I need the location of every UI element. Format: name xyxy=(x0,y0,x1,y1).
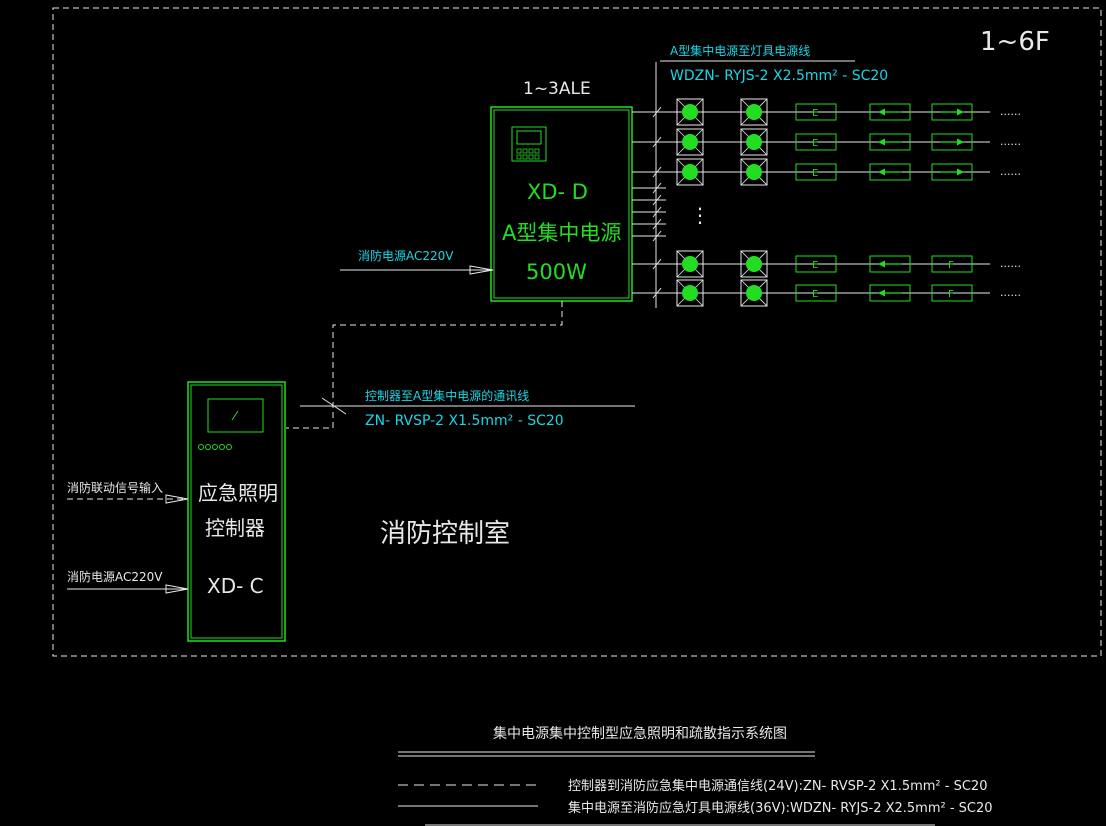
exit-sign-box xyxy=(931,103,973,121)
sign-letter: E xyxy=(812,108,818,119)
continuation-dots: ...... xyxy=(1000,135,1021,148)
vertical-ellipsis: ⋮ xyxy=(690,203,710,227)
fixture-frame xyxy=(676,98,704,126)
legend-dashed-text: 控制器到消防应急集中电源通信线(24V):ZN- RVSP-2 X1.5mm² … xyxy=(568,778,987,794)
arrow-icon xyxy=(469,265,494,275)
diagram-title: 集中电源集中控制型应急照明和疏散指示系统图 xyxy=(493,725,787,742)
arrow-head-icon xyxy=(878,138,885,146)
power-unit-fire-power-input: 消防电源AC220V xyxy=(340,248,494,275)
exit-sign-box xyxy=(795,284,837,302)
emergency-lamp-icon xyxy=(682,164,698,180)
lighting-cable-label: A型集中电源至灯具电源线 WDZN- RYJS-2 X2.5mm² - SC20 xyxy=(660,43,888,84)
exit-sign-box xyxy=(931,163,973,181)
exit-sign-box xyxy=(869,284,911,302)
exit-sign-box xyxy=(869,103,911,121)
arrow-icon xyxy=(165,584,189,594)
continuation-dots: ...... xyxy=(1000,105,1021,118)
exit-sign-box xyxy=(931,133,973,151)
exit-sign-box xyxy=(795,255,837,273)
room-label: 消防控制室 xyxy=(380,519,510,549)
arrow-head-icon xyxy=(957,108,964,116)
lighting-controller[interactable]: 应急照明 控制器 XD- C xyxy=(187,381,286,642)
emergency-lamp-icon xyxy=(746,256,762,272)
exit-sign-box xyxy=(931,284,973,302)
sign-letter: E xyxy=(812,260,818,271)
floor-label: 1~6F xyxy=(980,27,1050,57)
legend-solid-text: 集中电源至消防应急灯具电源线(36V):WDZN- RYJS-2 X2.5mm²… xyxy=(568,800,993,816)
exit-sign-box xyxy=(931,255,973,273)
arrow-icon xyxy=(165,494,189,504)
controller-power-input: 消防电源AC220V xyxy=(67,569,189,594)
power-unit-model: XD- D xyxy=(527,180,588,204)
controller-name-line2: 控制器 xyxy=(205,516,265,540)
lighting-cable-spec: WDZN- RYJS-2 X2.5mm² - SC20 xyxy=(670,68,888,84)
power-unit-name: A型集中电源 xyxy=(502,221,621,245)
floor-boundary xyxy=(52,7,1102,657)
luminaire-row: E...... xyxy=(632,98,1021,126)
exit-sign-box xyxy=(869,133,911,151)
power-unit-capacity: 500W xyxy=(526,260,587,284)
exit-sign-box xyxy=(869,163,911,181)
emergency-lamp-icon xyxy=(746,164,762,180)
arrow-head-icon xyxy=(878,289,885,297)
emergency-lamp-icon xyxy=(746,104,762,120)
luminaire-row: E...... xyxy=(632,128,1021,156)
luminaire-row: E...... xyxy=(632,158,1021,186)
controller-name-line1: 应急照明 xyxy=(198,481,278,505)
comm-line xyxy=(286,301,563,429)
continuation-dots: ...... xyxy=(1000,257,1021,270)
exit-sign-box xyxy=(795,163,837,181)
exit-sign-box xyxy=(869,255,911,273)
sign-letter: E xyxy=(812,168,818,179)
power-unit[interactable]: XD- D A型集中电源 500W xyxy=(490,106,633,302)
lighting-cable-title: A型集中电源至灯具电源线 xyxy=(670,43,810,58)
comm-cable-title: 控制器至A型集中电源的通讯线 xyxy=(365,388,529,403)
controller-model: XD- C xyxy=(207,574,264,598)
circuit-ticks xyxy=(632,182,666,242)
sign-letter: E xyxy=(812,138,818,149)
luminaire-row: E F...... xyxy=(632,279,1021,307)
ale-label: 1~3ALE xyxy=(523,79,591,99)
fire-signal-label: 消防联动信号输入 xyxy=(67,480,163,495)
emergency-lamp-icon xyxy=(746,134,762,150)
emergency-lamp-icon xyxy=(682,285,698,301)
controller-indicator-lights xyxy=(198,444,232,450)
controller-box xyxy=(187,381,286,642)
arrow-head-icon xyxy=(878,168,885,176)
continuation-dots: ...... xyxy=(1000,165,1021,178)
exit-sign-box xyxy=(795,133,837,151)
luminaire-row: E F...... xyxy=(632,250,1021,278)
continuation-dots: ...... xyxy=(1000,286,1021,299)
comm-cable-label: 控制器至A型集中电源的通讯线 ZN- RVSP-2 X1.5mm² - SC20 xyxy=(300,388,635,429)
fixture-frame xyxy=(740,128,768,156)
fixture-frame xyxy=(676,250,704,278)
fixture-frame xyxy=(740,158,768,186)
sign-letter: F xyxy=(948,260,954,271)
emergency-lamp-icon xyxy=(682,256,698,272)
controller-display-icon xyxy=(207,398,264,433)
fixture-frame xyxy=(676,279,704,307)
power-unit-fire-power-label: 消防电源AC220V xyxy=(358,248,454,263)
arrow-head-icon xyxy=(878,260,885,268)
fixture-frame xyxy=(676,158,704,186)
arrow-head-icon xyxy=(957,168,964,176)
emergency-lamp-icon xyxy=(682,134,698,150)
arrow-head-icon xyxy=(878,108,885,116)
power-unit-display-icon xyxy=(511,126,547,162)
controller-power-label: 消防电源AC220V xyxy=(67,569,163,584)
arrow-head-icon xyxy=(957,138,964,146)
exit-sign-box xyxy=(795,103,837,121)
sign-letter: E xyxy=(812,289,818,300)
fire-signal-input: 消防联动信号输入 xyxy=(67,480,189,504)
emergency-lamp-icon xyxy=(682,104,698,120)
fixture-frame xyxy=(676,128,704,156)
comm-cable-spec: ZN- RVSP-2 X1.5mm² - SC20 xyxy=(365,413,564,429)
fixture-frame xyxy=(740,250,768,278)
emergency-lamp-icon xyxy=(746,285,762,301)
fixture-frame xyxy=(740,279,768,307)
fixture-frame xyxy=(740,98,768,126)
sign-letter: F xyxy=(948,289,954,300)
